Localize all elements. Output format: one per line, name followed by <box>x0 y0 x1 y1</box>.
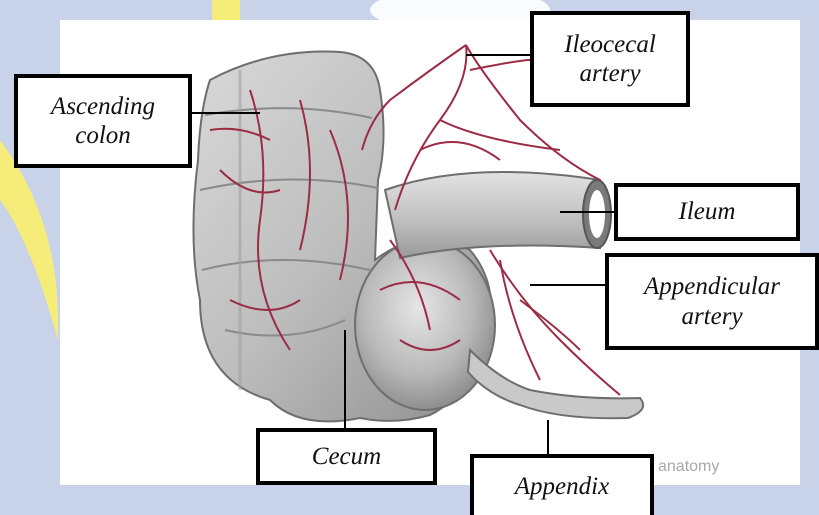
label-ileocecal-artery: Ileocecal artery <box>530 11 690 107</box>
watermark-text: anatomy <box>658 458 719 476</box>
label-ileum-text: Ileum <box>679 197 736 227</box>
ileum-drawing <box>385 172 611 258</box>
label-appendix: Appendix <box>470 454 654 515</box>
label-ascending-colon-text: Ascending colon <box>51 92 155 151</box>
label-appendicular-artery-text: Appendicular artery <box>644 272 780 331</box>
label-ascending-colon: Ascending colon <box>14 74 192 168</box>
label-appendicular-artery: Appendicular artery <box>605 253 819 350</box>
label-appendix-text: Appendix <box>515 472 609 502</box>
label-ileocecal-artery-text: Ileocecal artery <box>564 30 656 89</box>
label-ileum: Ileum <box>614 183 800 241</box>
label-cecum: Cecum <box>256 428 437 485</box>
label-cecum-text: Cecum <box>312 442 381 472</box>
